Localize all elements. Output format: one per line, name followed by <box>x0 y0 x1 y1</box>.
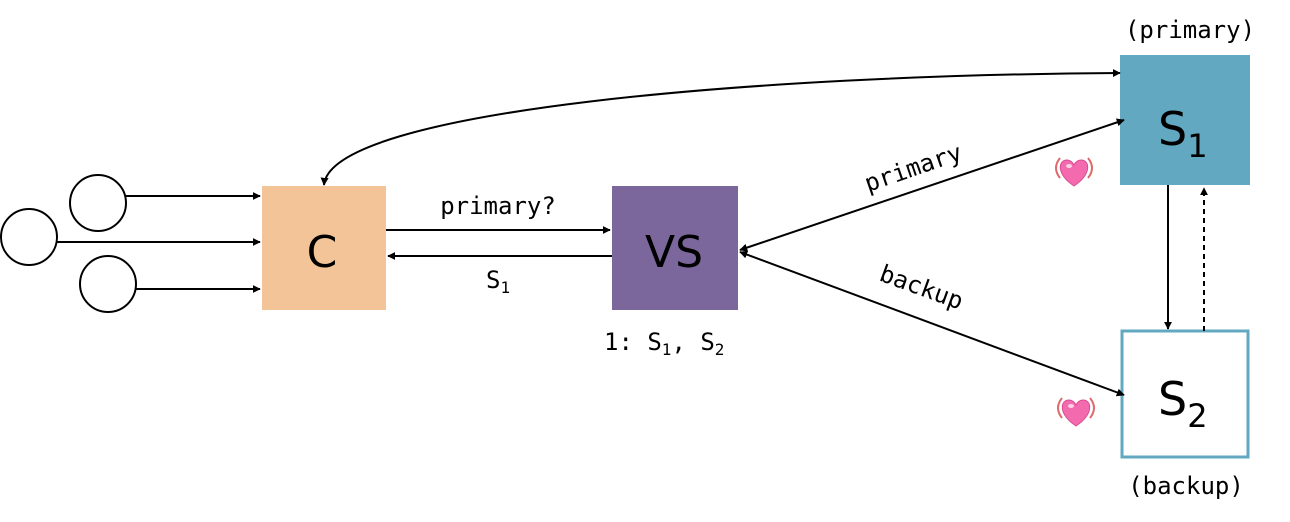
client-circle-top <box>69 174 127 232</box>
client-circle-middle <box>0 208 58 266</box>
vs-node-box <box>612 186 738 310</box>
client-circle-bottom <box>79 255 137 313</box>
s1-node-label: S1 <box>1158 102 1208 165</box>
s2-node-label: S2 <box>1158 372 1208 435</box>
vs-s2-backup-arrow <box>739 250 1125 397</box>
beating-heart-icon <box>1055 157 1093 187</box>
primary-edge-label: primary <box>861 138 966 197</box>
s1-node-box <box>1120 55 1250 185</box>
view-label: 1: S1, S2 <box>604 328 724 359</box>
vs-node-label: VS <box>645 227 703 278</box>
c-node-box <box>262 186 386 310</box>
primary-query-label: primary? <box>440 192 556 220</box>
reply-label: S1 <box>486 266 510 297</box>
c-node-label: C <box>307 227 338 278</box>
c-s1-curved-arrow <box>320 69 1121 186</box>
beating-heart-icon <box>1057 397 1095 427</box>
s2-role-label: (backup) <box>1128 472 1244 500</box>
s1-role-label: (primary) <box>1125 16 1255 44</box>
vs-s1-primary-arrow <box>739 118 1125 252</box>
